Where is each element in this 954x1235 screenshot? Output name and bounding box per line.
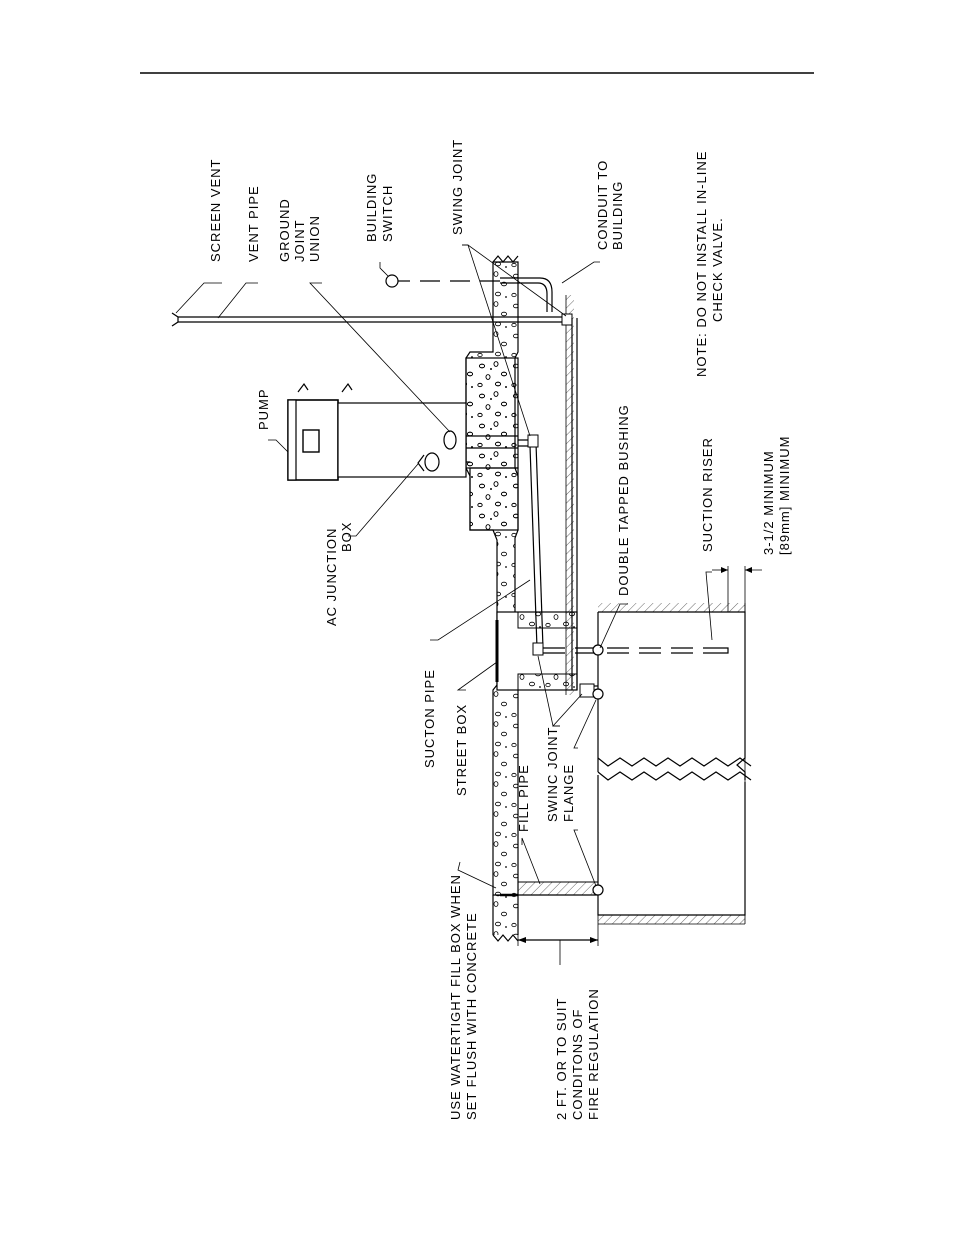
pump-base xyxy=(465,357,519,531)
vent-pipe xyxy=(171,312,573,327)
label-minimum-2: [89mm] MINIMUM xyxy=(777,436,792,555)
label-ground-joint-union-2: JOINT xyxy=(292,219,307,262)
label-street-box: STREET BOX xyxy=(454,704,469,796)
label-double-tapped-bushing: DOUBLE TAPPED BUSHING xyxy=(616,404,631,596)
minimum-dimension xyxy=(712,566,762,612)
label-note-1: NOTE: DO NOT INSTALL IN-LINE xyxy=(694,151,709,377)
label-conduit-1: CONDUIT TO xyxy=(595,160,610,250)
label-screen-vent: SCREEN VENT xyxy=(208,159,223,262)
label-suction-pipe: SUCTON PIPE xyxy=(422,669,437,768)
fill-box xyxy=(517,881,599,896)
soil-line xyxy=(565,295,574,695)
label-ground-joint-union-1: GROUND xyxy=(277,198,292,262)
label-ground-joint-union-3: UNION xyxy=(307,215,322,262)
labels: SCREEN VENT VENT PIPE GROUND JOINT UNION… xyxy=(208,139,792,1120)
label-note-2: CHECK VALVE. xyxy=(710,217,725,322)
depth-dimension xyxy=(517,900,599,965)
label-depth-2: CONDITONS OF xyxy=(570,1009,585,1120)
suction-pipe xyxy=(518,434,729,656)
leader-lines xyxy=(175,244,713,889)
conduit xyxy=(500,277,578,690)
label-watertight-1: USE WATERTIGHT FILL BOX WHEN xyxy=(448,874,463,1120)
label-swing-joint-top: SWING JOINT xyxy=(450,139,465,235)
label-ac-junction-box-1: AC JUNCTION xyxy=(324,528,339,626)
label-pump: PUMP xyxy=(256,388,271,430)
building-switch xyxy=(385,274,500,288)
label-ac-junction-box-2: BOX xyxy=(339,522,354,552)
label-swing-joint-flange-2: FLANGE xyxy=(561,764,576,822)
pump-unit xyxy=(287,382,467,481)
label-swing-joint-flange-1: SWINC JOINT xyxy=(545,727,560,823)
label-minimum-1: 3-1/2 MINIMUM xyxy=(761,450,776,555)
label-conduit-2: BUILDING xyxy=(610,181,625,250)
label-fill-pipe: FILL PIPE xyxy=(516,764,531,832)
street-box xyxy=(495,611,578,691)
storage-tank xyxy=(597,603,752,925)
flanges xyxy=(500,644,604,897)
label-vent-pipe: VENT PIPE xyxy=(246,185,261,262)
label-watertight-2: SET FLUSH WITH CONCRETE xyxy=(464,912,479,1120)
label-building-switch-1: BUILDING xyxy=(364,173,379,242)
label-depth-1: 2 FT. OR TO SUIT xyxy=(554,998,569,1120)
label-building-switch-2: SWITCH xyxy=(380,185,395,242)
label-depth-3: FIRE REGULATION xyxy=(586,988,601,1120)
label-suction-riser: SUCTION RISER xyxy=(700,437,715,552)
